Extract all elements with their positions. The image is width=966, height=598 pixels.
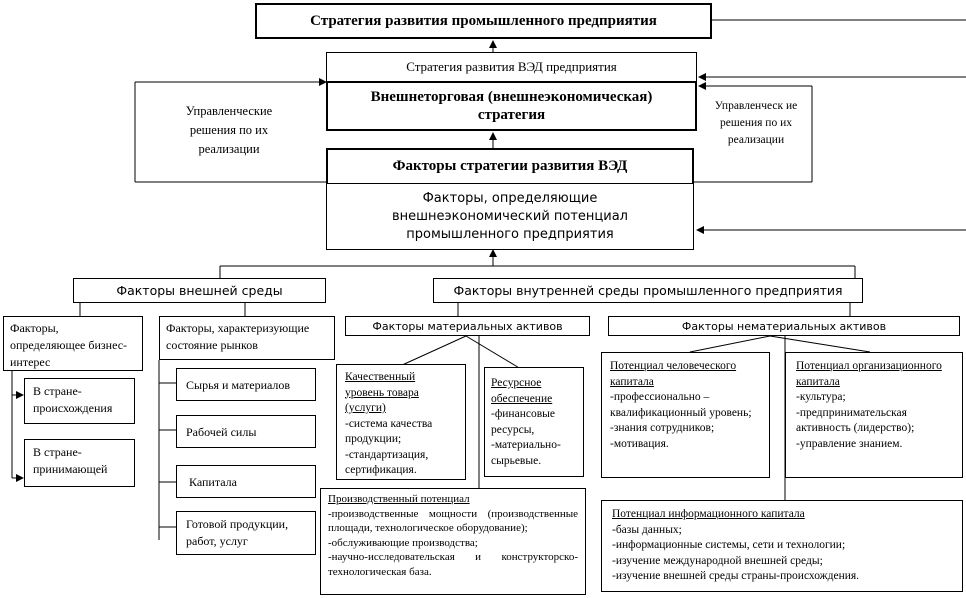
market-labor-label: Рабочей силы [186,425,257,439]
info-capital-item: -информационные системы, сети и технолог… [612,539,846,551]
info-capital-item: -базы данных; [612,523,682,536]
foreign-trade-strategy-label: Внешнеторговая (внешнеэкономическая) стр… [370,89,653,123]
external-env-box: Факторы внешней среды [73,278,326,303]
human-capital-item: -профессионально – квалификационный уров… [610,391,752,419]
org-capital-box: Потенциал организационного капитала -кул… [785,352,963,478]
human-capital-title: Потенциал человеческого капитала [610,360,737,388]
production-item: -производственные мощности (производстве… [328,507,578,535]
market-capital-label: Капитала [189,475,237,489]
market-capital-box: Капитала [176,465,316,498]
org-capital-title: Потенциал организационного капитала [796,360,942,388]
intangible-assets-label: Факторы нематериальных активов [681,320,887,333]
human-capital-item: -знания сотрудников; [610,422,715,434]
production-item: -научно-исследовательская и конструкторс… [328,551,578,578]
human-capital-item: -мотивация. [610,437,669,450]
production-title: Производственный потенциал [328,493,470,505]
right-decisions-label: Управленческ ие решения по их реализации [714,100,798,146]
production-item: -обслуживающие производства; [328,536,478,549]
market-state-box: Факторы, характеризующие состояние рынко… [159,316,335,360]
market-products-box: Готовой продукции, работ, услуг [176,511,316,555]
resources-item: -финансовые ресурсы, [491,408,555,436]
ved-strategy-label: Стратегия развития ВЭД предприятия [406,59,617,74]
material-assets-box: Факторы материальных активов [345,316,590,336]
market-products-label: Готовой продукции, работ, услуг [186,517,289,548]
foreign-trade-strategy-box: Внешнеторговая (внешнеэкономическая) стр… [326,81,697,131]
country-host-label: В стране-принимающей [33,445,108,476]
resources-item: -материально-сырьевые. [491,439,561,467]
top-strategy-box: Стратегия развития промышленного предпри… [255,3,712,39]
info-capital-title: Потенциал информационного капитала [612,508,805,520]
country-origin-label: В стране-происхождения [33,384,113,415]
production-box: Производственный потенциал -производстве… [320,488,586,595]
info-capital-box: Потенциал информационного капитала -базы… [601,500,963,592]
internal-env-box: Факторы внутренней среды промышленного п… [433,278,863,303]
internal-env-label: Факторы внутренней среды промышленного п… [453,283,843,298]
market-raw-label: Сырья и материалов [186,378,291,392]
potential-factors-box: Факторы, определяющие внешнеэкономически… [326,183,694,250]
resources-title: Ресурсное обеспечение [491,377,553,405]
left-decisions-label: Управленческие решения по их реализации [185,104,273,156]
external-env-label: Факторы внешней среды [116,283,283,298]
top-strategy-label: Стратегия развития промышленного предпри… [310,12,657,29]
quality-item: -стандартизация, сертификация. [345,448,429,477]
org-capital-item: -управление знанием. [796,437,903,450]
quality-item: -система качества продукции; [345,417,433,446]
material-assets-label: Факторы материальных активов [372,320,563,333]
org-capital-item: -предпринимательская активность (лидерст… [796,406,915,435]
info-capital-item: -изучение внешней среды страны-происхожд… [612,570,860,582]
quality-box: Качественный уровень товара (услуги) -си… [336,364,466,480]
business-interest-box: Факторы, определяющее бизнес-интерес [3,316,143,371]
country-origin-box: В стране-происхождения [24,378,135,424]
factors-title-label: Факторы стратегии развития ВЭД [392,158,628,174]
resources-box: Ресурсное обеспечение -финансовые ресурс… [484,367,584,477]
quality-title: Качественный уровень товара (услуги) [345,371,419,414]
market-labor-box: Рабочей силы [176,415,316,448]
market-raw-box: Сырья и материалов [176,368,316,401]
human-capital-box: Потенциал человеческого капитала -профес… [601,352,770,478]
market-state-label: Факторы, характеризующие состояние рынко… [166,321,310,352]
info-capital-item: -изучение международной внешней среды; [612,554,823,567]
country-host-box: В стране-принимающей [24,439,135,487]
ved-strategy-box: Стратегия развития ВЭД предприятия [326,52,697,82]
factors-title-box: Факторы стратегии развития ВЭД [326,148,694,185]
business-interest-label: Факторы, определяющее бизнес-интерес [10,321,128,369]
org-capital-item: -культура; [796,391,846,403]
potential-factors-label: Факторы, определяющие внешнеэкономически… [391,190,628,242]
intangible-assets-box: Факторы нематериальных активов [608,316,960,336]
